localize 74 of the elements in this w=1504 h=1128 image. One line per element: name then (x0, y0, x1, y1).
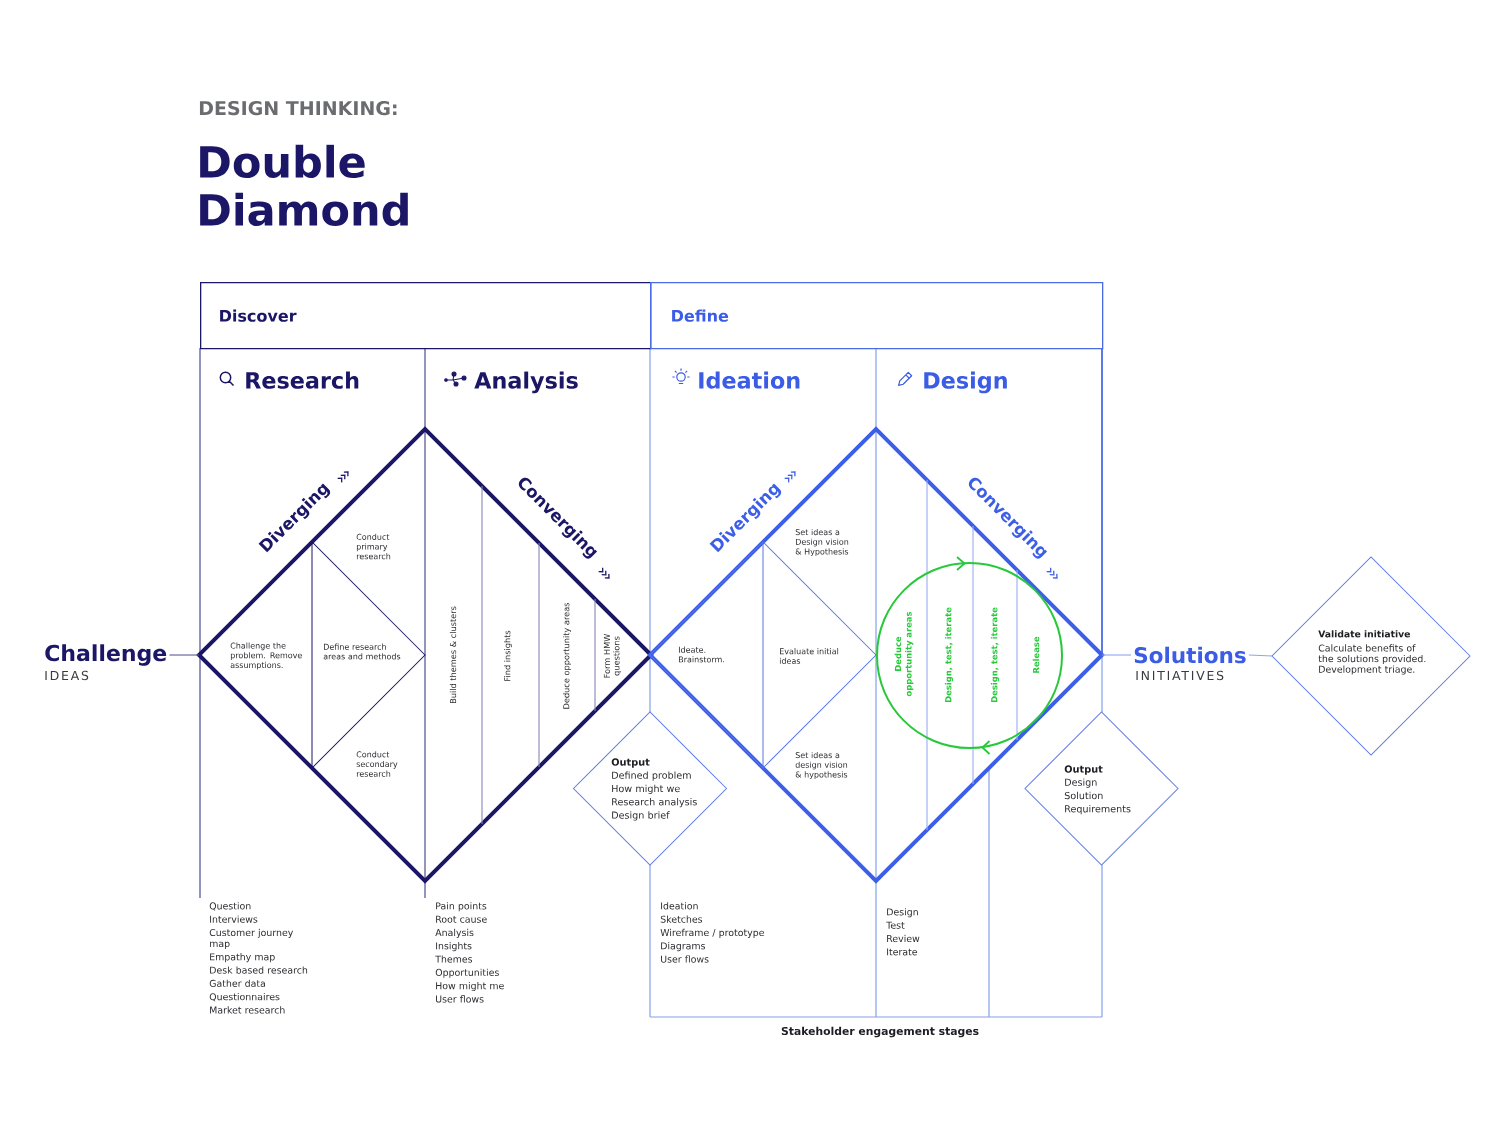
item-list: Design Test Review Iterate (886, 908, 920, 956)
node-label: How might we (612, 784, 680, 794)
step-text: Set ideas a design vision & hypothesis (795, 751, 848, 780)
label: Root cause (436, 915, 487, 923)
label: Ideation (661, 902, 698, 910)
column-heading: Research (246, 371, 359, 389)
item-list: Ideation Sketches Wireframe / prototype Diagrams User flows (660, 902, 764, 963)
label: Iterate (887, 948, 918, 956)
node-label: Design brief (612, 811, 670, 821)
step-text: Deduce opportunity areas (894, 611, 914, 697)
label: Customer journey map (209, 928, 294, 949)
step-text: Deduce opportunity areas (563, 602, 571, 709)
connector-line (168, 654, 200, 656)
stage-heading: Challenge (45, 644, 167, 666)
label: User flows (661, 955, 709, 963)
label: Questionnaires (209, 993, 280, 1002)
connector-line (1248, 654, 1273, 657)
item-list: Pain points Root cause Analysis Insights Themes Opportunities How might me User flows (435, 902, 504, 1003)
title: Double Diamond (200, 144, 408, 227)
label: User flows (436, 995, 484, 1003)
step-text: Evaluate initial ideas (779, 648, 839, 664)
label: Test (886, 921, 905, 929)
step-text: Set ideas a Design vision & Hypothesis (795, 528, 849, 557)
node-label: Research analysis (612, 798, 697, 808)
kicker-text: DESIGN THINKING: (199, 100, 397, 116)
item-list: Defined problem How might we Research analysis Design brief (612, 771, 697, 821)
step-text: Build themes & clusters (449, 606, 457, 704)
label: Empathy map (210, 953, 275, 963)
header-cell: Define (650, 282, 1104, 350)
diamond-heading: Output (1064, 765, 1103, 775)
column-heading: Ideation (699, 371, 800, 389)
step-text: Design, test, iterate (990, 607, 1000, 703)
label: Interviews (210, 915, 258, 923)
stage-subheading: IDEAS (45, 670, 89, 681)
label: Pain points (436, 902, 487, 912)
step-text: Design, test, iterate (944, 607, 954, 703)
step-text: Challenge the problem. Remove assumptions. (230, 642, 302, 670)
step-text: Form HMW questions (603, 633, 622, 678)
step-text: Conduct secondary research (356, 751, 398, 777)
label: Question (209, 902, 251, 911)
label: Sketches (660, 915, 703, 923)
label: Diagrams (661, 942, 706, 952)
body-text: Calculate benefits of the solutions provided. Development triage. (1318, 644, 1426, 675)
label: How might me (436, 982, 504, 992)
diamond-heading: Validate initiative (1318, 630, 1410, 638)
step-text: Ideate. Brainstorm. (679, 646, 724, 663)
step-text: Release (1032, 636, 1040, 673)
label: Review (887, 934, 920, 943)
header-cell: Discover (200, 282, 652, 350)
label: Wireframe / prototype (660, 928, 764, 938)
connector-line (1101, 654, 1132, 656)
stage-subheading: INITIATIVES (1136, 670, 1224, 681)
label: Themes (435, 955, 473, 963)
label: Design (887, 908, 918, 918)
label: Gather data (209, 979, 265, 987)
output-diamond (573, 711, 727, 866)
label: Market research (210, 1006, 285, 1014)
stage-heading: Solutions (1134, 646, 1246, 664)
validate-diamond (1271, 556, 1471, 756)
footer-label: Stakeholder engagement stages (781, 1026, 979, 1038)
column-heading: Analysis (474, 371, 578, 394)
item-list: Question Interviews Customer journey map Empathy map Desk based research Gather data Questionnaires Market research (209, 902, 308, 1014)
node-label: Defined problem (612, 771, 691, 781)
step-text: Conduct primary research (356, 533, 391, 560)
output-diamond (1024, 711, 1179, 866)
label: Insights (436, 942, 472, 952)
step-text: Define research areas and methods (323, 643, 401, 660)
column-heading: Design (924, 371, 1007, 394)
label: Desk based research (210, 966, 308, 974)
diamond-heading: Output (611, 758, 650, 768)
label: Analysis (435, 928, 474, 938)
step-text: Find insights (504, 630, 512, 681)
item-list: Design Solution Requirements (1064, 778, 1131, 815)
label: Opportunities (435, 968, 499, 978)
